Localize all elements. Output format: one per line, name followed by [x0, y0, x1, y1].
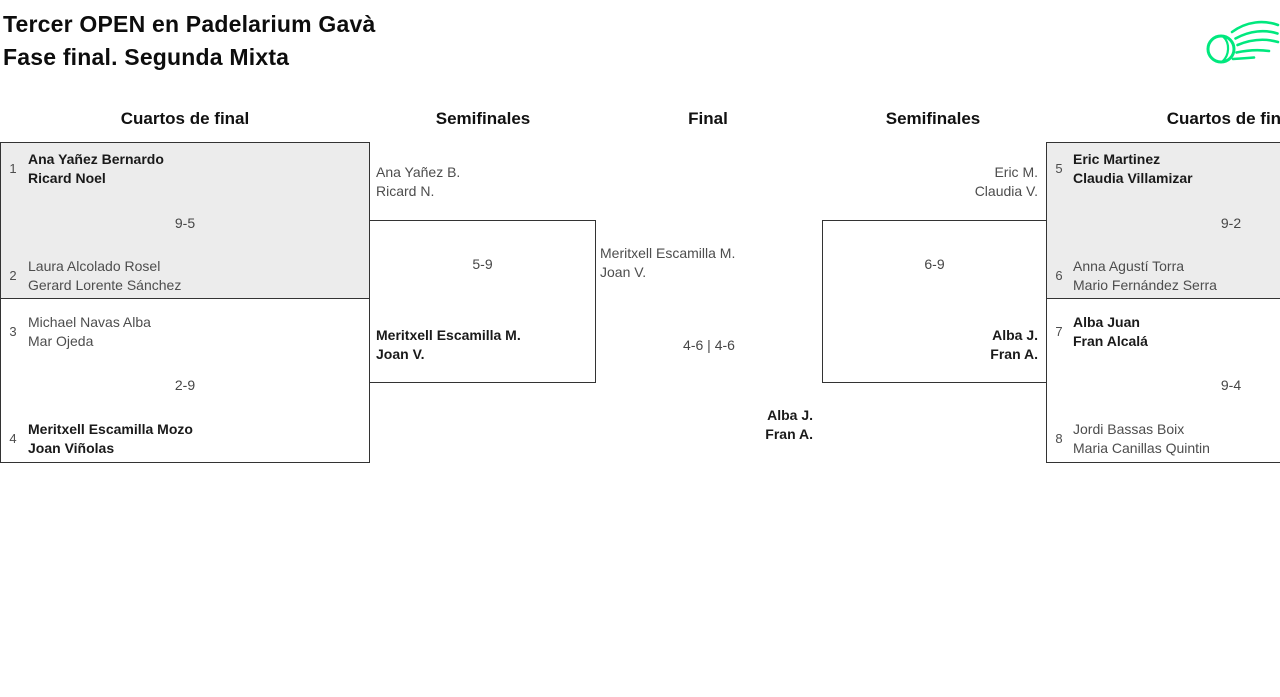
match-score: 4-6 | 4-6 [683, 337, 735, 353]
player-name: Alba J. [992, 327, 1038, 343]
player-name: Claudia V. [974, 183, 1038, 199]
tournament-title-line1: Tercer OPEN en Padelarium Gavà [3, 11, 376, 37]
team-names: Alba J. Fran A. [838, 326, 1038, 364]
match-score: 5-9 [472, 256, 493, 272]
match-qf4[interactable]: 7 Alba Juan Fran Alcalá 9-4 8 Jordi Bass… [1046, 298, 1280, 463]
team-names: Meritxell Escamilla Mozo Joan Viñolas [28, 420, 193, 458]
round-header-right-quarters: Cuartos de final [1166, 109, 1280, 128]
match-sf2[interactable]: Eric M. Claudia V. 6-9 Alba J. Fran A. [822, 164, 1047, 383]
seed-number: 3 [9, 324, 17, 339]
match-score: 9-4 [1220, 377, 1242, 393]
player-name: Fran A. [990, 346, 1038, 362]
match-final[interactable]: Meritxell Escamilla M. Joan V. 4-6 | 4-6… [596, 220, 822, 442]
player-name: Meritxell Escamilla M. [600, 245, 736, 261]
match-qf1[interactable]: 1 Ana Yañez Bernardo Ricard Noel 9-5 2 L… [0, 142, 370, 299]
team-names: Ana Yañez B. Ricard N. [376, 163, 460, 201]
player-name: Laura Alcolado Rosel [28, 258, 161, 274]
seed-number: 8 [1055, 431, 1063, 446]
match-score: 2-9 [174, 377, 196, 393]
round-header-final: Final [688, 109, 728, 128]
player-name: Joan Viñolas [28, 440, 115, 456]
player-name: Fran A. [765, 426, 813, 442]
player-name: Ana Yañez Bernardo [28, 151, 164, 167]
team-names: Ana Yañez Bernardo Ricard Noel [28, 150, 164, 188]
flying-padel-ball-icon [1202, 12, 1280, 70]
tournament-title: Tercer OPEN en Padelarium Gavà Fase fina… [3, 8, 375, 74]
match-score: 9-2 [1220, 215, 1242, 231]
player-name: Mar Ojeda [28, 333, 94, 349]
team-names: Eric M. Claudia V. [838, 163, 1038, 201]
seed-number: 7 [1055, 324, 1063, 339]
match-score: 6-9 [924, 256, 945, 272]
player-name: Claudia Villamizar [1073, 170, 1193, 186]
player-name: Michael Navas Alba [28, 314, 151, 330]
round-header-left-quarters: Cuartos de final [120, 109, 250, 128]
team-names: Meritxell Escamilla M. Joan V. [376, 326, 521, 364]
player-name: Ricard Noel [28, 170, 106, 186]
player-name: Jordi Bassas Boix [1073, 421, 1185, 437]
player-name: Ricard N. [376, 183, 435, 199]
player-name: Alba Juan [1073, 314, 1140, 330]
seed-number: 1 [9, 161, 17, 176]
player-name: Gerard Lorente Sánchez [28, 277, 182, 293]
match-qf3[interactable]: 5 Eric Martinez Claudia Villamizar 9-2 6… [1046, 142, 1280, 299]
team-names: Alba J. Fran A. [613, 406, 813, 444]
round-header-left-semis: Semifinales [435, 109, 531, 128]
player-name: Maria Canillas Quintin [1073, 440, 1210, 456]
match-score: 9-5 [174, 215, 196, 231]
team-names: Laura Alcolado Rosel Gerard Lorente Sánc… [28, 257, 181, 295]
seed-number: 5 [1055, 161, 1063, 176]
team-names: Anna Agustí Torra Mario Fernández Serra [1073, 257, 1217, 295]
team-names: Jordi Bassas Boix Maria Canillas Quintin [1073, 420, 1210, 458]
player-name: Joan V. [600, 264, 647, 280]
team-names: Alba Juan Fran Alcalá [1073, 313, 1148, 351]
team-names: Eric Martinez Claudia Villamizar [1073, 150, 1193, 188]
player-name: Eric Martinez [1073, 151, 1161, 167]
player-name: Joan V. [376, 346, 425, 362]
match-qf2[interactable]: 3 Michael Navas Alba Mar Ojeda 2-9 4 Mer… [0, 298, 370, 463]
team-names: Meritxell Escamilla M. Joan V. [600, 244, 735, 282]
player-name: Alba J. [767, 407, 813, 423]
player-name: Eric M. [994, 164, 1038, 180]
seed-number: 4 [9, 431, 17, 446]
round-header-right-semis: Semifinales [885, 109, 981, 128]
player-name: Meritxell Escamilla M. [376, 327, 521, 343]
player-name: Fran Alcalá [1073, 333, 1148, 349]
tournament-title-line2: Fase final. Segunda Mixta [3, 44, 290, 70]
player-name: Anna Agustí Torra [1073, 258, 1185, 274]
team-names: Michael Navas Alba Mar Ojeda [28, 313, 151, 351]
player-name: Ana Yañez B. [376, 164, 461, 180]
player-name: Mario Fernández Serra [1073, 277, 1217, 293]
seed-number: 2 [9, 268, 17, 283]
player-name: Meritxell Escamilla Mozo [28, 421, 193, 437]
seed-number: 6 [1055, 268, 1063, 283]
match-sf1[interactable]: Ana Yañez B. Ricard N. 5-9 Meritxell Esc… [369, 164, 596, 383]
